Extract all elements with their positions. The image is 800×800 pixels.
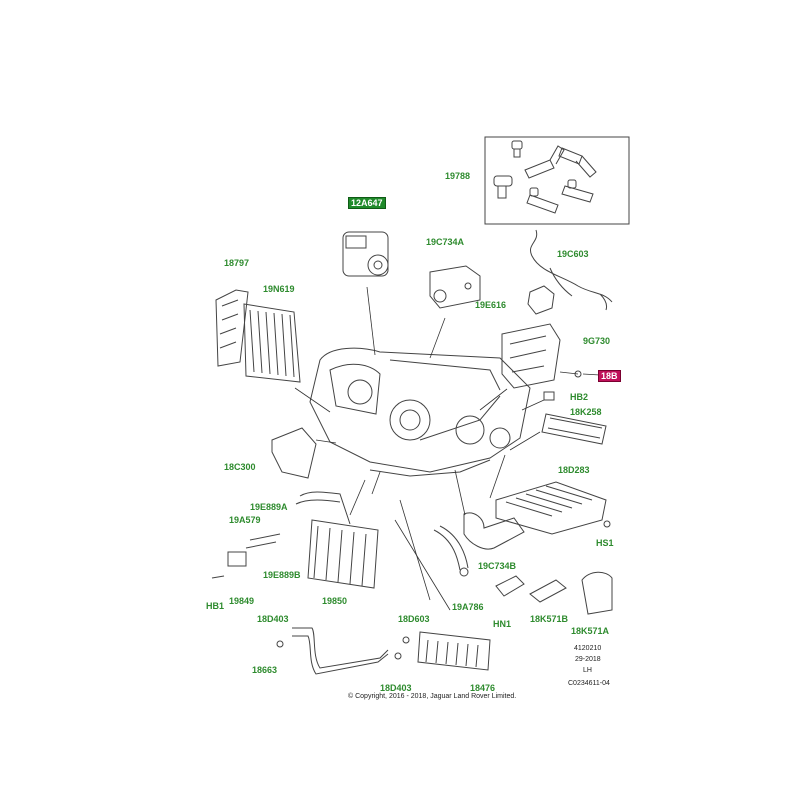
callout-19c734a[interactable]: 19C734A — [426, 237, 465, 247]
screw-hs1-part — [603, 520, 611, 528]
callout-18k258[interactable]: 18K258 — [570, 407, 602, 417]
evaporator-18d283-part — [495, 481, 607, 535]
actuator-19c734b-part — [463, 512, 525, 550]
info-code-2: 29-2018 — [575, 656, 601, 663]
callout-19788[interactable]: 19788 — [445, 171, 471, 181]
module-9g730-part — [501, 323, 582, 389]
cover-18k571a-part — [581, 571, 613, 615]
callout-19e889a[interactable]: 19E889A — [250, 502, 288, 512]
callout-18d603[interactable]: 18D603 — [398, 614, 430, 624]
callout-12a647[interactable]: 12A647 — [348, 197, 386, 209]
leader-lines — [294, 286, 601, 611]
duct-18c300-part — [271, 427, 317, 479]
heater-18476-part — [417, 631, 491, 671]
bolt-hb1-part — [211, 575, 225, 579]
actuator-12a647-part — [342, 231, 389, 277]
callout-hn1[interactable]: HN1 — [493, 619, 512, 629]
clip-hb2-part — [543, 391, 555, 401]
callout-19850[interactable]: 19850 — [322, 596, 348, 606]
callout-18d283[interactable]: 18D283 — [558, 465, 590, 475]
callout-18663[interactable]: 18663 — [252, 665, 278, 675]
filter-19n619-part — [243, 303, 301, 383]
callout-18b[interactable]: 18B — [598, 370, 621, 382]
callout-hb2[interactable]: HB2 — [570, 392, 589, 402]
bracket-hn1-part — [495, 575, 525, 597]
callout-19849[interactable]: 19849 — [229, 596, 255, 606]
hose-19a786-part — [433, 525, 469, 571]
pipe-18663-part — [292, 627, 389, 675]
heater-core-19850-part — [295, 491, 379, 589]
duct-18k258-part — [541, 413, 607, 445]
actuator-19c734a-part — [429, 265, 481, 309]
info-code-4: C0234611-04 — [568, 680, 610, 687]
inset-box — [484, 136, 630, 225]
callout-18797[interactable]: 18797 — [224, 258, 250, 268]
hvac-housing-part — [309, 347, 531, 477]
callout-18k571b[interactable]: 18K571B — [530, 614, 569, 624]
callout-19e616[interactable]: 19E616 — [475, 300, 507, 310]
info-code-1: 4120210 — [574, 645, 602, 652]
callout-18d403-bottom[interactable]: 18D403 — [380, 683, 412, 693]
pin-set-part — [493, 140, 597, 214]
copyright-text: © Copyright, 2016 - 2018, Jaguar Land Ro… — [348, 693, 517, 700]
bracket-19849-part — [227, 551, 247, 567]
callout-19c734b[interactable]: 19C734B — [478, 561, 517, 571]
frame-18797-part — [215, 289, 249, 367]
callout-18k571a[interactable]: 18K571A — [571, 626, 610, 636]
callout-hs1[interactable]: HS1 — [596, 538, 614, 548]
callout-19c603[interactable]: 19C603 — [557, 249, 589, 259]
callout-19e889b[interactable]: 19E889B — [263, 570, 301, 580]
sensor-19e616-part — [527, 285, 555, 315]
callout-hb1[interactable]: HB1 — [206, 601, 225, 611]
pipe-19e889-part — [245, 533, 281, 549]
harness-19c603-part — [530, 229, 613, 311]
callout-18476[interactable]: 18476 — [470, 683, 496, 693]
callout-19a579[interactable]: 19A579 — [229, 515, 261, 525]
callout-18c300[interactable]: 18C300 — [224, 462, 256, 472]
info-code-3: LH — [583, 667, 592, 674]
callout-19n619[interactable]: 19N619 — [263, 284, 295, 294]
callout-18d403-top[interactable]: 18D403 — [257, 614, 289, 624]
bracket-18k571b-part — [529, 579, 567, 603]
callout-19a786[interactable]: 19A786 — [452, 602, 484, 612]
callout-9g730[interactable]: 9G730 — [583, 336, 611, 346]
